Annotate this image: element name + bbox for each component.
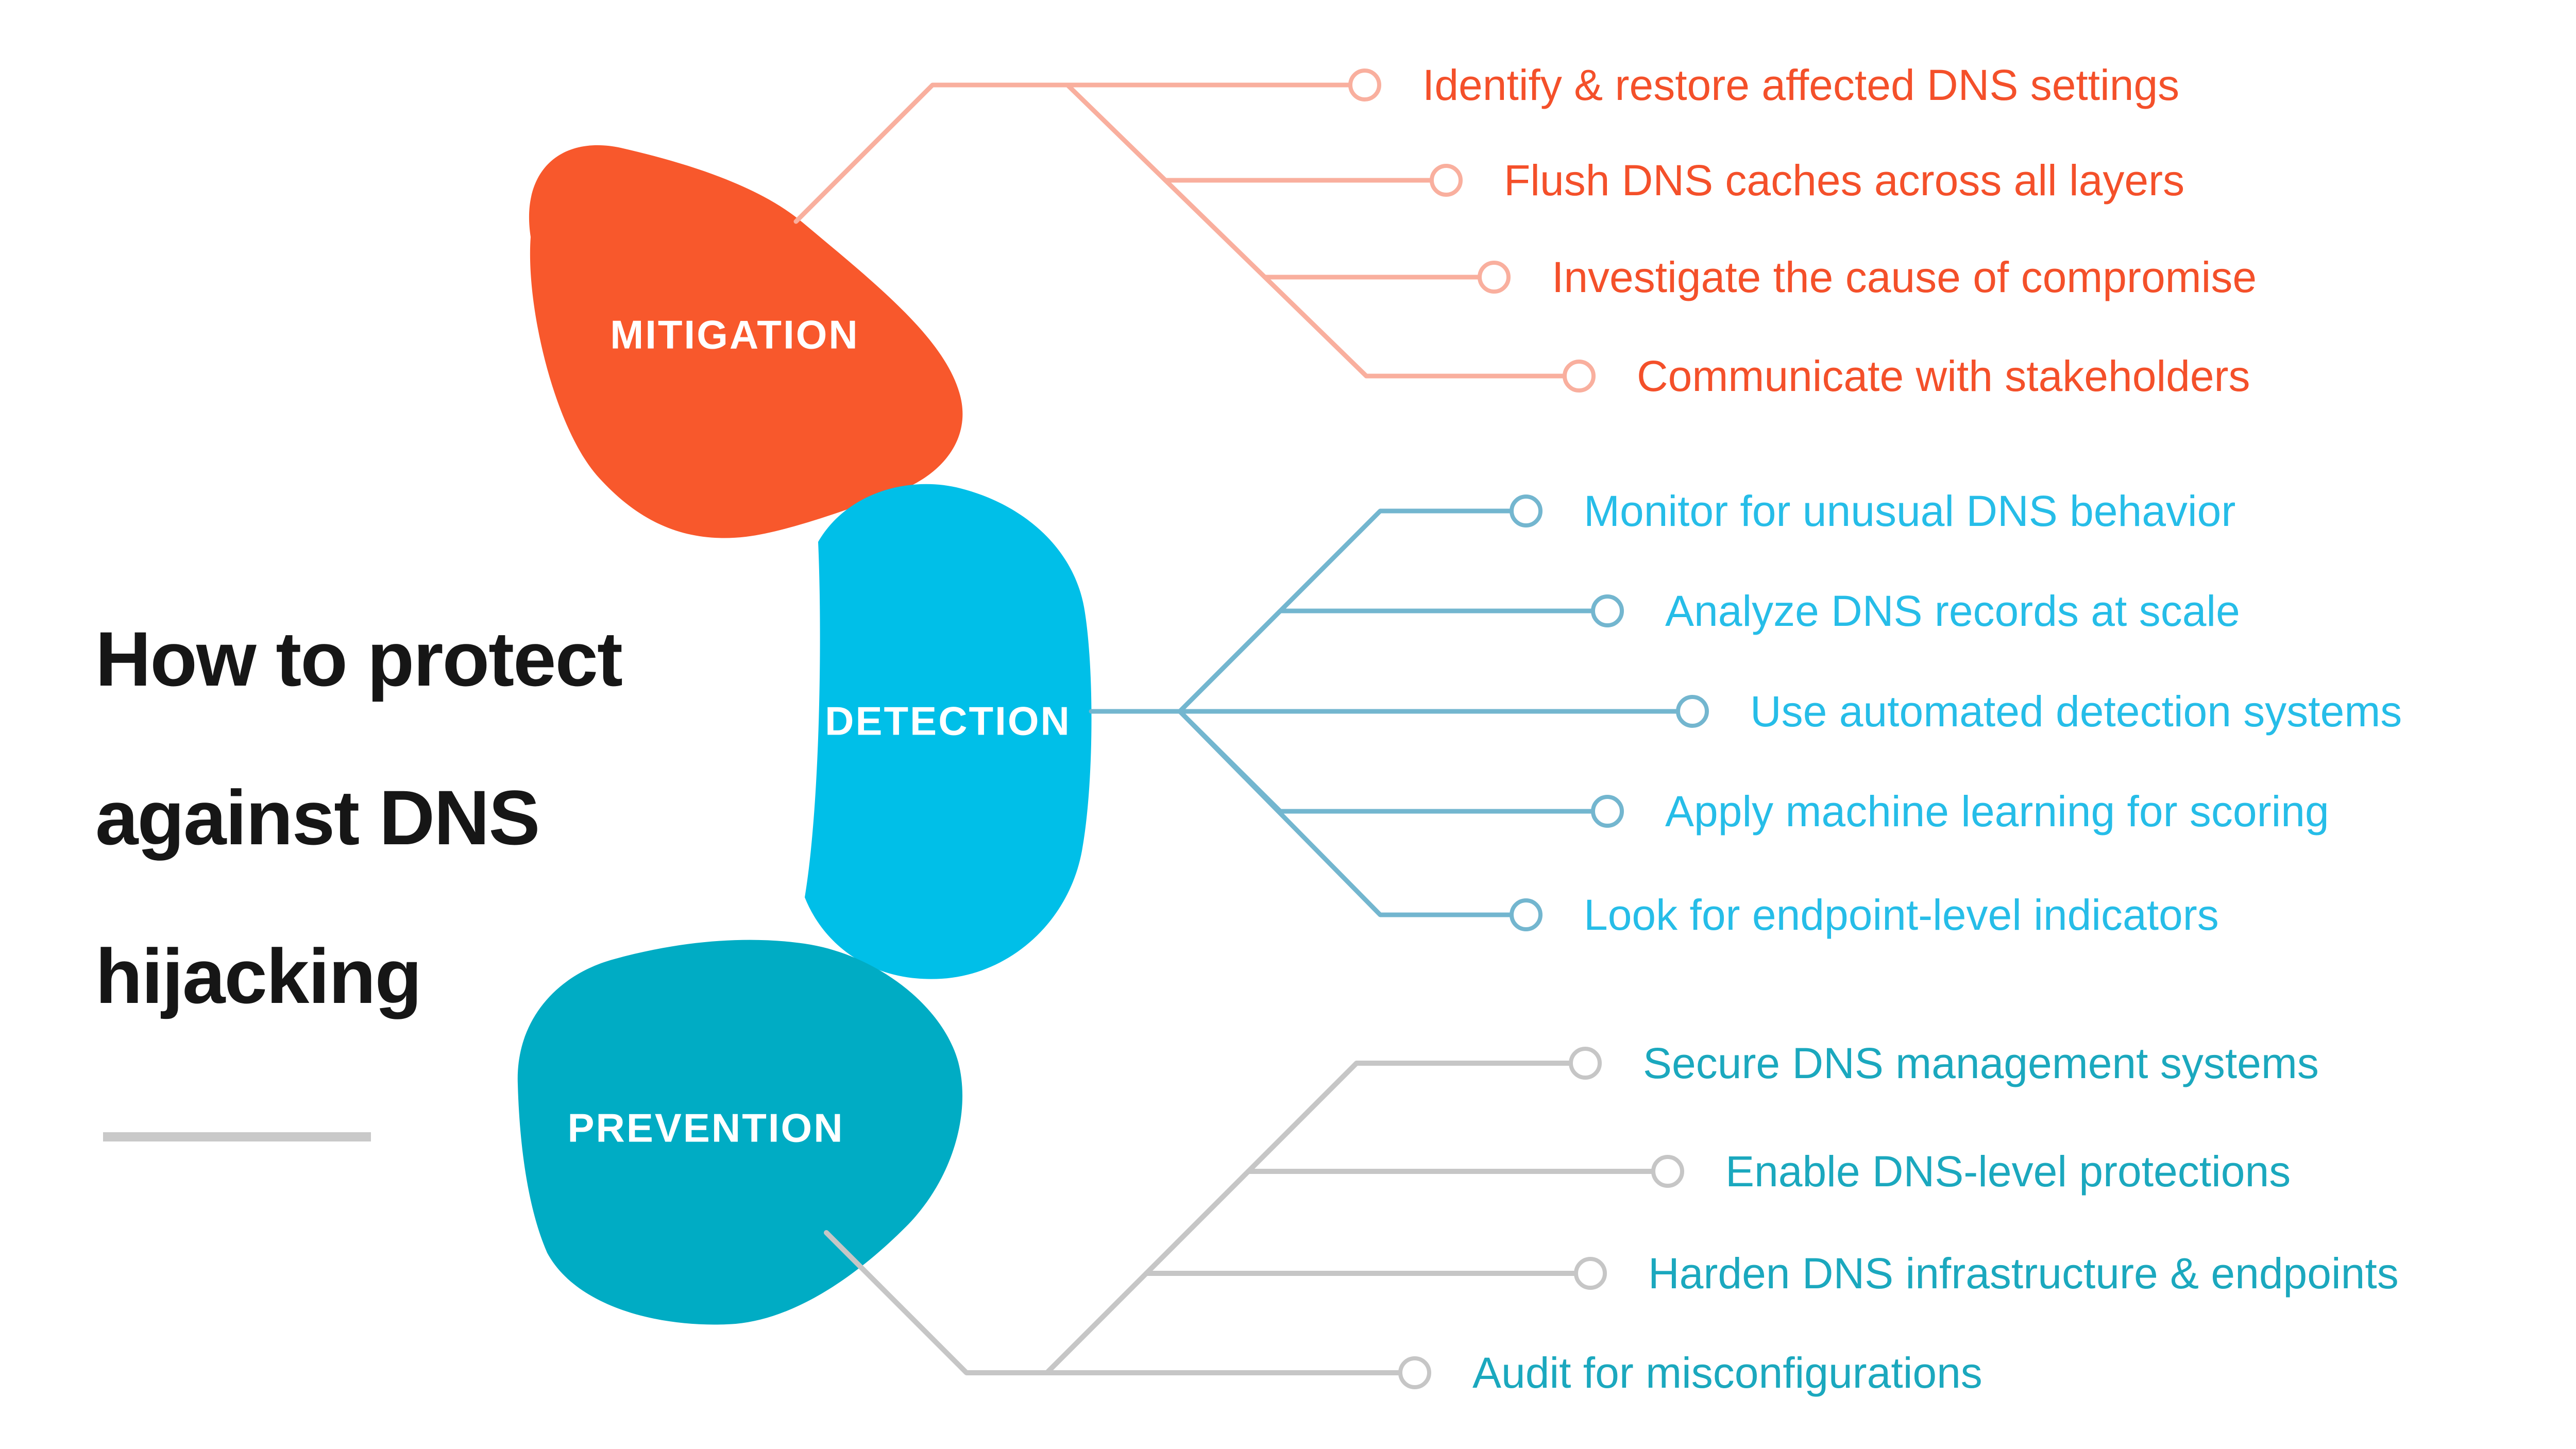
mitigation-item-label: Identify & restore affected DNS settings <box>1422 61 2180 109</box>
prevention-connector-line-4 <box>824 1230 1417 1375</box>
detection-item-label: Look for endpoint-level indicators <box>1584 891 2219 939</box>
page-title-line: hijacking <box>95 933 422 1019</box>
title-underline <box>103 1132 371 1141</box>
mitigation-item-label: Communicate with stakeholders <box>1637 352 2250 400</box>
prevention-item-label: Enable DNS-level protections <box>1725 1147 2291 1196</box>
page-title-line: against DNS <box>95 774 540 861</box>
detection-node-circle-icon <box>1591 795 1624 828</box>
mitigation-item-label: Investigate the cause of compromise <box>1552 253 2257 301</box>
prevention-item-label: Audit for misconfigurations <box>1472 1349 1982 1397</box>
detection-node-circle-icon <box>1510 898 1543 931</box>
mitigation-node-circle-icon <box>1478 261 1511 294</box>
detection-node-circle-icon <box>1510 495 1543 527</box>
detection-node-circle-icon <box>1591 594 1624 627</box>
prevention-blob <box>517 940 963 1325</box>
blob-label-detection: DETECTION <box>825 698 1071 744</box>
mitigation-node-circle-icon <box>1348 69 1381 101</box>
blob-label-prevention: PREVENTION <box>567 1105 844 1151</box>
mitigation-node-circle-icon <box>1563 360 1596 393</box>
detection-connector-line-4 <box>1177 709 1610 814</box>
detection-connector-line-2 <box>1177 608 1610 714</box>
prevention-node-circle-icon <box>1651 1155 1684 1188</box>
blob-label-mitigation: MITIGATION <box>610 312 859 357</box>
detection-item-label: Use automated detection systems <box>1750 687 2402 736</box>
prevention-node-circle-icon <box>1574 1257 1607 1290</box>
detection-item-label: Analyze DNS records at scale <box>1665 587 2240 635</box>
mitigation-node-circle-icon <box>1430 164 1463 197</box>
mitigation-connector-line-2 <box>1065 82 1449 183</box>
detection-item-label: Apply machine learning for scoring <box>1665 787 2329 836</box>
mitigation-connector-line-1 <box>793 82 1367 224</box>
page-title: How to protect against DNS hijacking <box>95 579 623 1055</box>
prevention-node-circle-icon <box>1398 1356 1431 1389</box>
prevention-connector-line-1 <box>1246 1061 1588 1174</box>
mitigation-item-label: Flush DNS caches across all layers <box>1504 156 2185 204</box>
page-title-line: How to protect <box>95 616 623 702</box>
detection-node-circle-icon <box>1676 695 1709 728</box>
prevention-item-label: Harden DNS infrastructure & endpoints <box>1648 1249 2399 1298</box>
detection-blob <box>805 484 1092 979</box>
mitigation-blob <box>529 145 963 538</box>
detection-item-label: Monitor for unusual DNS behavior <box>1584 487 2236 535</box>
mitigation-connector-line-4 <box>1262 275 1582 379</box>
detection-connector-line-5 <box>1177 709 1529 917</box>
prevention-node-circle-icon <box>1569 1047 1602 1080</box>
prevention-item-label: Secure DNS management systems <box>1643 1039 2319 1087</box>
